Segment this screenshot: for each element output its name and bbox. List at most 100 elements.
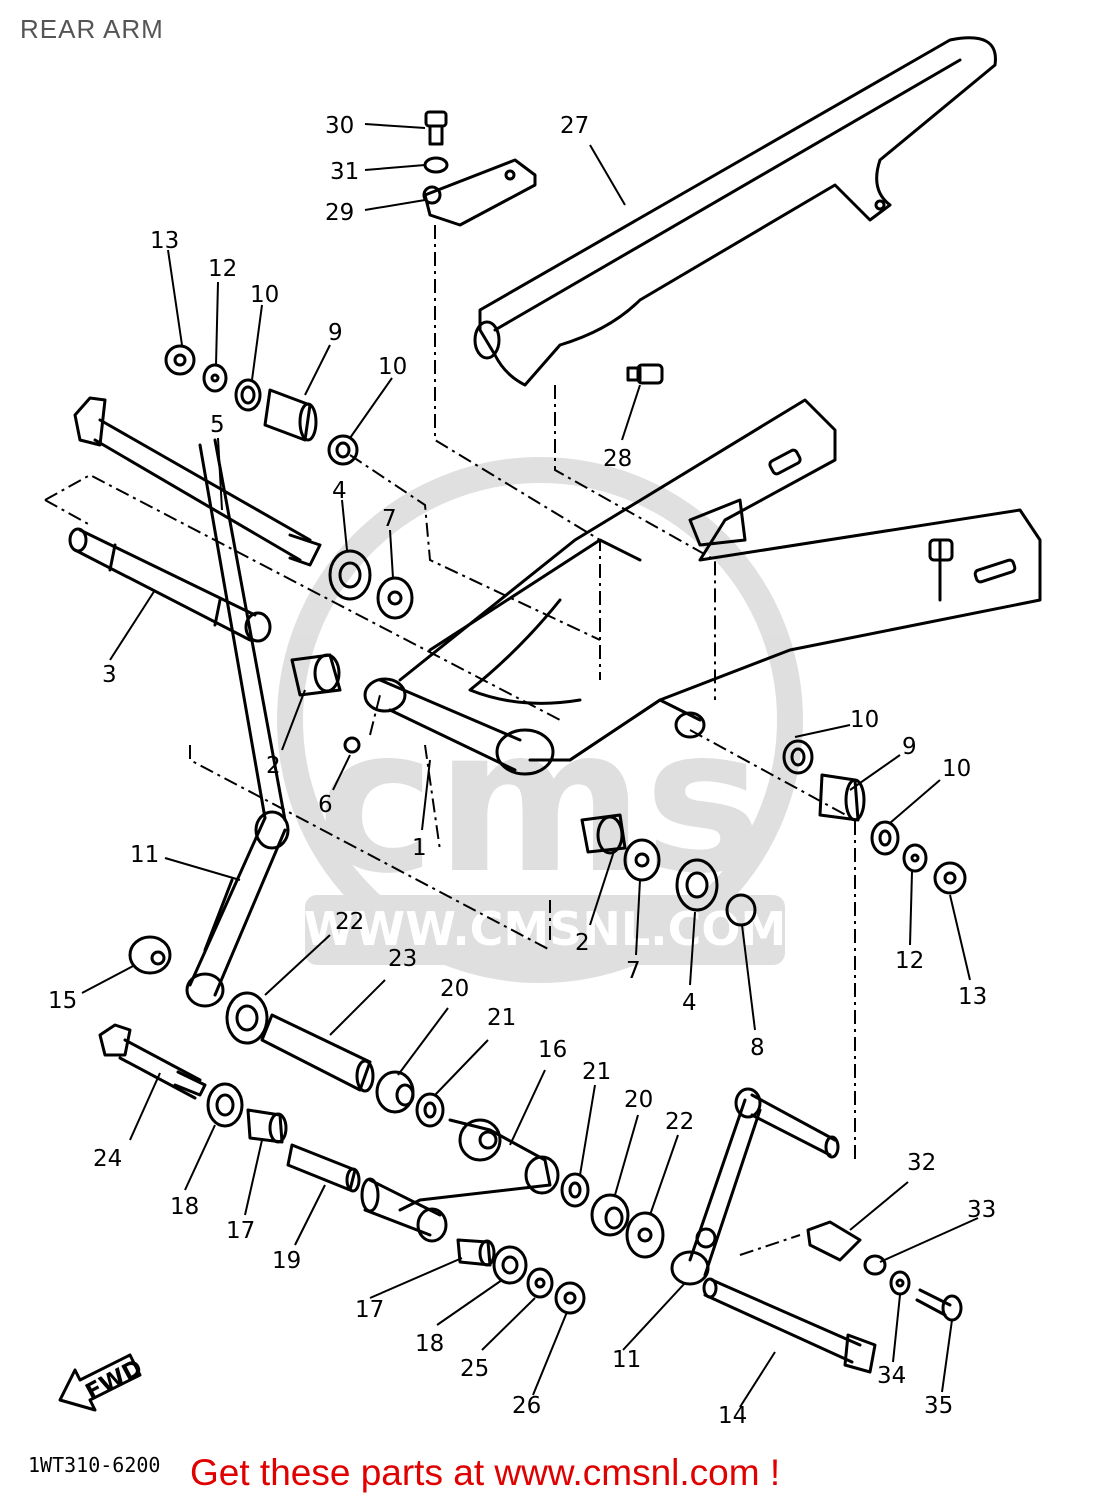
callout-28: 28 [603,446,632,472]
part-11-connecting-rod [670,1087,840,1286]
part-27-chain-case [473,36,997,387]
callout-26: 26 [512,1393,541,1419]
part-2-bushing [580,813,627,855]
callout-20: 20 [440,976,469,1002]
part-22-seal [625,1211,665,1259]
part-9-bushing [263,388,318,442]
part-20-bearing [590,1193,630,1237]
part-23-collar [260,1013,375,1093]
callout-22: 22 [665,1109,694,1135]
callout-29: 29 [325,200,354,226]
part-17-bushing [456,1238,496,1267]
callout-35: 35 [924,1393,953,1419]
callout-12: 12 [895,948,924,974]
callout-23: 23 [388,946,417,972]
part-31-washer [423,156,449,174]
callout-11: 11 [612,1347,641,1373]
callout-15: 15 [48,988,77,1014]
part-29-bracket [423,158,537,227]
part-10-bearing [782,739,814,775]
callout-33: 33 [967,1197,996,1223]
callout-2: 2 [266,753,281,779]
callout-7: 7 [626,958,641,984]
callout-18: 18 [415,1331,444,1357]
callout-21: 21 [487,1005,516,1031]
part-6-grease-nipple [343,736,361,754]
part-22-seal [225,991,269,1045]
callout-11: 11 [130,842,159,868]
callout-labels: 30 31 29 27 13 12 10 9 10 5 4 7 28 3 2 6… [48,113,996,1429]
callout-10: 10 [250,282,279,308]
part-19-collar [286,1143,361,1193]
callout-4: 4 [332,478,347,504]
callout-4: 4 [682,990,697,1016]
part-7-washer [376,576,414,620]
part-12-washer [902,843,928,873]
assembly-lines [44,225,856,1256]
callout-8: 8 [750,1035,765,1061]
callout-13: 13 [150,228,179,254]
part-10-bearing [327,434,359,466]
part-7-washer [623,838,661,882]
part-21-seal [560,1172,590,1208]
part-24-bolt [98,1023,207,1100]
callout-19: 19 [272,1248,301,1274]
callout-9: 9 [902,734,917,760]
callout-22: 22 [335,909,364,935]
part-18-seal [492,1245,528,1285]
callout-17: 17 [226,1218,255,1244]
callout-7: 7 [382,506,397,532]
fwd-arrow [58,1353,142,1412]
promo-link[interactable]: Get these parts at www.cmsnl.com ! [190,1452,781,1493]
part-17-bushing [246,1108,288,1144]
part-35-bolt [915,1288,963,1322]
callout-13: 13 [958,984,987,1010]
part-9-bushing [818,773,866,822]
callout-10: 10 [850,707,879,733]
page-title: REAR ARM [20,14,164,44]
part-13-nut [164,344,196,376]
part-30-bolt [424,110,448,146]
part-20-bearing [375,1070,415,1114]
callout-34: 34 [877,1363,906,1389]
part-26-nut [554,1281,586,1315]
callout-9: 9 [328,320,343,346]
callout-3: 3 [102,662,117,688]
callout-21: 21 [582,1059,611,1085]
part-34-washer [889,1270,911,1296]
part-32-cover [806,1220,862,1262]
drawing-code: 1WT310-6200 [28,1453,160,1477]
part-2-bushing [290,653,342,697]
part-4-seal [328,549,372,601]
part-5-pivot-bolt [73,396,322,567]
part-33-cap [863,1254,887,1276]
part-13-nut [933,861,967,895]
callout-17: 17 [355,1297,384,1323]
part-10-bearing [234,378,262,412]
part-15-nut [128,935,172,975]
callout-31: 31 [330,159,359,185]
callout-2: 2 [575,930,590,956]
svg-text:cms: cms [317,685,763,918]
callout-6: 6 [318,792,333,818]
callout-18: 18 [170,1194,199,1220]
callout-1: 1 [412,835,427,861]
callout-12: 12 [208,256,237,282]
callout-20: 20 [624,1087,653,1113]
part-11-connecting-rod [185,438,290,1008]
part-18-seal [206,1082,244,1128]
callout-30: 30 [325,113,354,139]
part-12-washer [202,363,228,393]
part-28-bolt [626,363,664,385]
callout-14: 14 [718,1403,747,1429]
callout-10: 10 [378,354,407,380]
callout-5: 5 [210,412,225,438]
part-10-bearing [870,820,900,856]
part-21-seal [415,1092,445,1128]
part-1-swingarm [363,398,1042,776]
callout-16: 16 [538,1037,567,1063]
part-4-seal [675,858,719,912]
part-16-relay-arm [360,1118,560,1243]
callout-24: 24 [93,1146,122,1172]
part-14-bolt [702,1277,877,1374]
